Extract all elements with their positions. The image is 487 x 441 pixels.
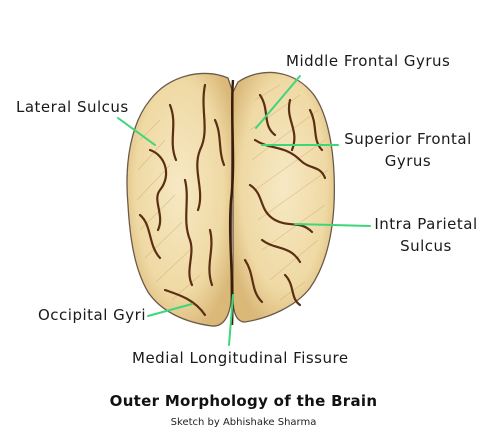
label-superior-frontal-line1: Superior Frontal bbox=[344, 130, 472, 148]
fissure-line bbox=[228, 79, 235, 326]
leader-occipital-gyri bbox=[147, 303, 193, 317]
label-superior-frontal-gyrus: Superior Frontal Gyrus bbox=[342, 128, 474, 172]
left-hemisphere bbox=[126, 72, 233, 327]
leader-lateral-sulcus bbox=[117, 117, 156, 146]
sketch-credit: Sketch by Abhishake Sharma bbox=[170, 417, 317, 428]
leader-intra-parietal bbox=[294, 223, 371, 227]
label-middle-frontal-gyrus: Middle Frontal Gyrus bbox=[286, 52, 451, 70]
diagram-title: Outer Morphology of the Brain bbox=[109, 392, 378, 410]
label-intra-parietal-line2: Sulcus bbox=[400, 237, 452, 255]
left-sulci bbox=[138, 83, 226, 317]
leader-middle-frontal bbox=[255, 75, 301, 129]
label-superior-frontal-line2: Gyrus bbox=[384, 152, 432, 170]
label-lateral-sulcus: Lateral Sulcus bbox=[16, 98, 129, 116]
label-occipital-gyri: Occipital Gyri bbox=[38, 306, 147, 324]
label-intra-parietal-line1: Intra Parietal bbox=[374, 215, 478, 233]
label-medial-longitudinal-fissure: Medial Longitudinal Fissure bbox=[132, 349, 349, 367]
leader-medial-fissure bbox=[228, 294, 234, 346]
label-intra-parietal-sulcus: Intra Parietal Sulcus bbox=[372, 213, 480, 257]
right-hemisphere bbox=[232, 71, 335, 323]
